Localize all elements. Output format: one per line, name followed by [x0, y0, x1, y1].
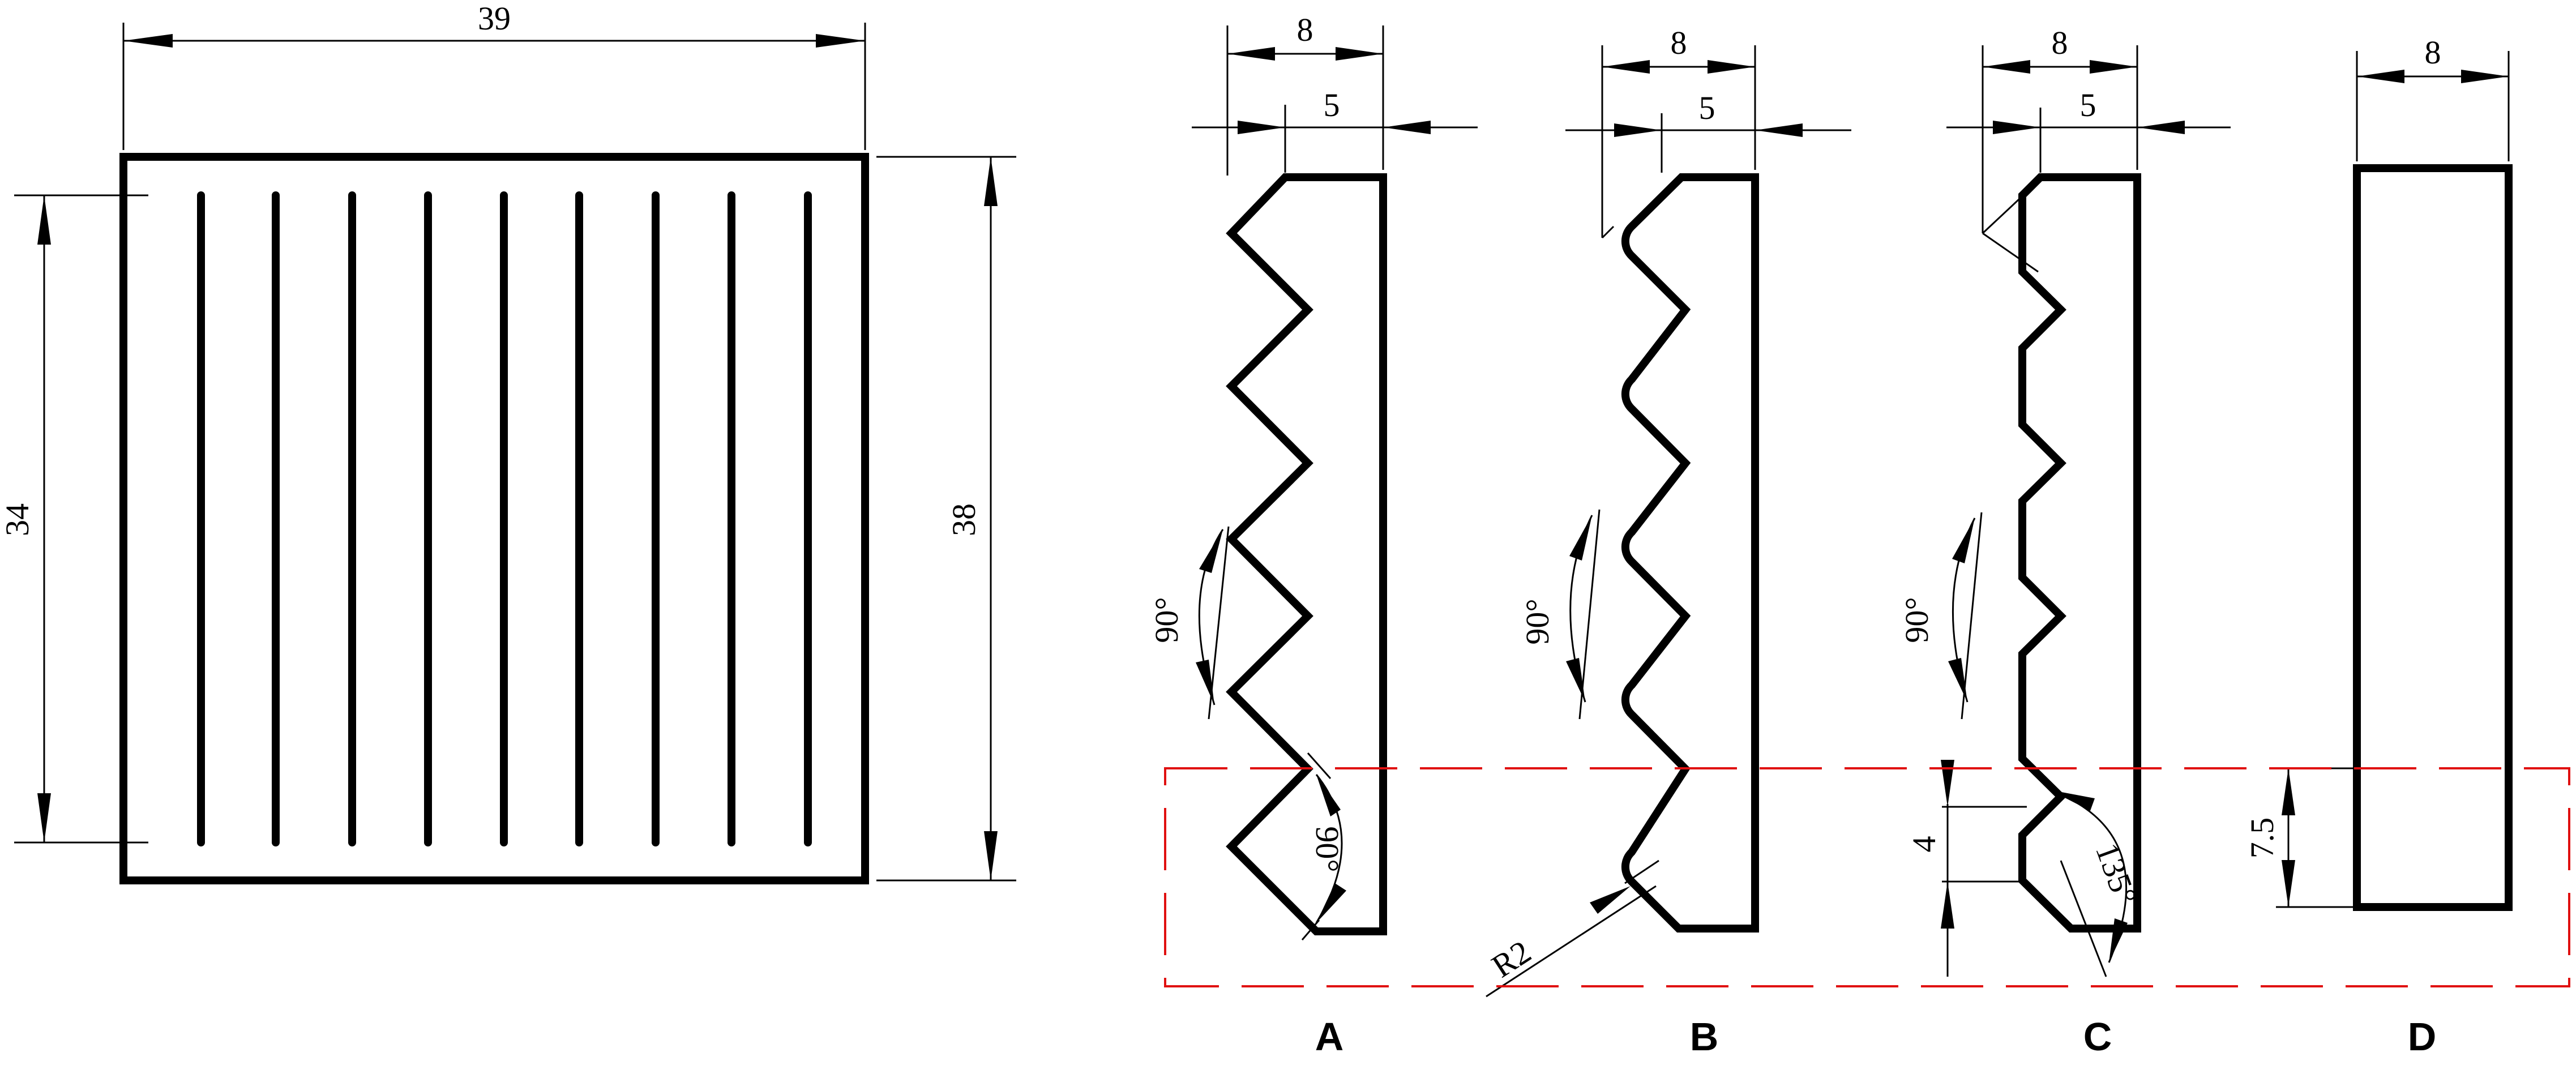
profile-c-outline — [2018, 173, 2141, 933]
profile-b-dim-top: 8 — [1671, 24, 1687, 61]
dim-height: 38 — [876, 156, 1016, 882]
profile-c-letter: C — [2083, 1015, 2112, 1059]
profile-d-dim-height: 7.5 — [2244, 818, 2280, 859]
profile-d-letter: D — [2408, 1015, 2437, 1059]
dim-height-label: 38 — [945, 503, 982, 536]
profile-a-angle2: 90° — [1309, 826, 1346, 872]
profile-a-outline — [1226, 173, 1387, 935]
profile-c-angle1: 90° — [1898, 597, 1935, 643]
profile-b-outline — [1621, 173, 1759, 933]
profile-a-dim-tip: 5 — [1324, 87, 1340, 123]
highlight-region — [1164, 767, 2570, 987]
profile-b-letter: B — [1690, 1015, 1719, 1059]
panel-slots — [197, 191, 812, 846]
profile-d-outline — [2353, 164, 2513, 911]
dim-slot-span-label: 34 — [0, 503, 36, 536]
dim-width: 39 — [122, 0, 866, 150]
panel-outline — [119, 153, 869, 884]
profile-a-angle1: 90° — [1148, 597, 1185, 643]
profile-d: 8 7.5 D — [2244, 34, 2513, 1059]
profile-b-angle1: 90° — [1519, 598, 1556, 644]
profile-a: 8 5 90° 90° A — [1148, 11, 1478, 1059]
profile-c: 8 5 90° 4 135° C — [1898, 24, 2231, 1059]
profile-c-dim-top: 8 — [2052, 24, 2068, 61]
profile-b: 8 5 90° R2 B — [1485, 24, 1851, 1059]
profile-b-radius: R2 — [1485, 933, 1537, 985]
dim-width-label: 39 — [478, 0, 511, 37]
profile-a-dim-top: 8 — [1297, 11, 1313, 48]
profile-c-dim-tip: 5 — [2080, 87, 2096, 123]
profile-c-dim-small: 4 — [1906, 836, 1942, 853]
profile-b-dim-tip: 5 — [1699, 89, 1715, 126]
profile-a-letter: A — [1315, 1015, 1344, 1059]
profile-d-dim-top: 8 — [2425, 34, 2441, 71]
dim-slot-span: 34 — [0, 194, 148, 844]
panel-left: 39 34 38 — [0, 0, 1016, 884]
